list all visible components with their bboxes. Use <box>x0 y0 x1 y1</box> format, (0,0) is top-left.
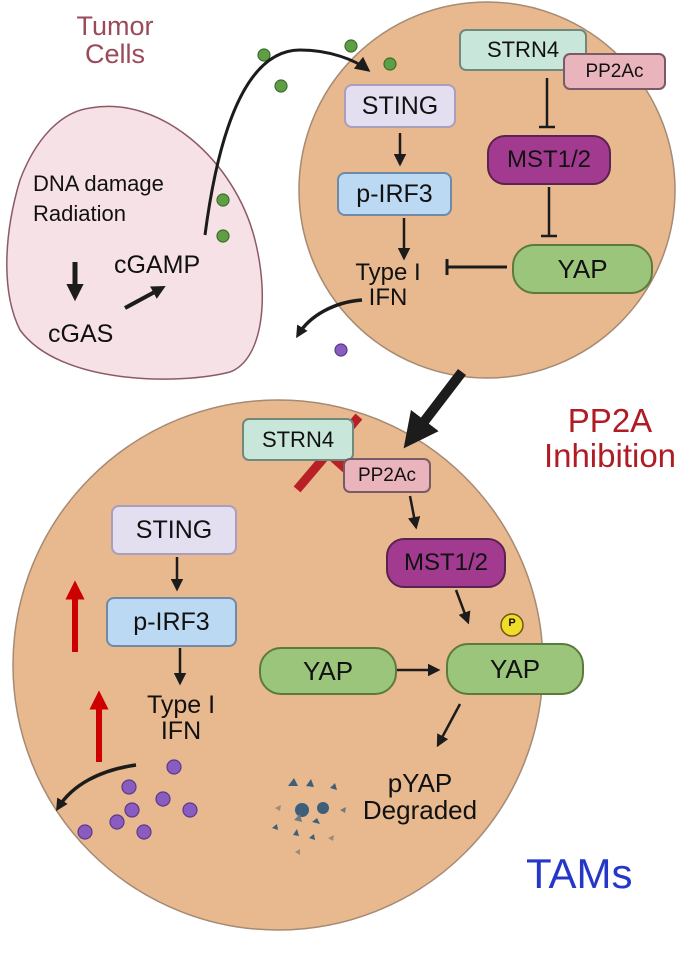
tumor-cells-label: Tumor Cells <box>76 11 154 70</box>
pyap-to-degraded-arrow <box>436 703 462 748</box>
cgas-to-cgamp-arrow <box>124 286 166 310</box>
ifn-dot <box>155 791 171 807</box>
mst-to-yap-arrow <box>454 589 471 625</box>
pp2ac-label: PP2Ac <box>357 464 417 486</box>
ifn-dot <box>121 779 137 795</box>
sting-node-bottom: STING <box>111 505 237 555</box>
cgas-label: cGAS <box>48 320 114 348</box>
pp2ac-to-mst-arrow <box>407 495 421 530</box>
cgamp-dot <box>383 57 397 71</box>
strn4-label: STRN4 <box>486 37 560 62</box>
pirf3-label: p-IRF3 <box>356 179 433 208</box>
ifn-dot <box>109 814 125 830</box>
pp2ac-node-bottom: PP2Ac <box>343 458 431 493</box>
mst12-label: MST1/2 <box>403 549 489 576</box>
pirf3-node-top: p-IRF3 <box>337 172 452 216</box>
ifn-dot <box>77 824 93 840</box>
ifn-secretion-arrow-bottom <box>56 763 137 812</box>
transition-arrow <box>403 368 466 449</box>
phospho-label: P <box>508 617 516 629</box>
mst-inhibits-yap <box>541 187 557 238</box>
sting-node-top: STING <box>344 84 456 128</box>
cgamp-dot <box>216 193 230 207</box>
dna-damage-label: DNA damage <box>33 171 164 196</box>
strn4-label: STRN4 <box>261 426 335 452</box>
cgamp-dot <box>257 48 271 62</box>
radiation-label: Radiation <box>33 201 126 226</box>
strn-inhibits-mst <box>539 78 555 129</box>
sting-label: STING <box>135 515 213 544</box>
tams-label: TAMs <box>526 850 633 897</box>
mst12-node-top: MST1/2 <box>487 135 611 185</box>
pirf3-node-bottom: p-IRF3 <box>106 597 237 647</box>
cgamp-dot <box>216 229 230 243</box>
yap-label: YAP <box>557 253 608 284</box>
ifn-dot <box>334 343 348 357</box>
sting-label: STING <box>361 91 439 120</box>
pyap-node-bottom-right: YAP <box>446 643 584 695</box>
ifn-dot <box>182 802 198 818</box>
cgamp-label: cGAMP <box>114 251 201 279</box>
pirf3-label: p-IRF3 <box>133 607 210 636</box>
pp2ac-node-top: PP2Ac <box>563 53 666 90</box>
pp2a-inhibition-label: PP2A Inhibition <box>543 402 677 474</box>
ifn-molecules <box>77 759 198 840</box>
tumor-cell <box>6 105 264 380</box>
cgamp-dot <box>274 79 288 93</box>
yap-node-bottom-left: YAP <box>259 647 397 695</box>
strn4-node-bottom: STRN4 <box>242 418 354 461</box>
cgamp-export-arrow <box>203 48 371 236</box>
ifn-dot <box>166 759 182 775</box>
ifn-dot <box>136 824 152 840</box>
yap-node-top: YAP <box>512 244 653 294</box>
yap-inhibits-ifn <box>445 259 507 275</box>
degraded-yap-fragments <box>272 778 346 855</box>
cgamp-molecules <box>216 39 397 243</box>
phospho-badge <box>500 613 524 637</box>
yap-label: YAP <box>489 653 541 684</box>
ifn-secretion-arrow-top <box>296 298 363 339</box>
pp2ac-label: PP2Ac <box>585 60 644 82</box>
mst12-node-bottom: MST1/2 <box>386 538 506 588</box>
cgamp-dot <box>344 39 358 53</box>
mst12-label: MST1/2 <box>506 146 592 173</box>
yap-label: YAP <box>302 655 354 686</box>
ifn-dot <box>124 802 140 818</box>
